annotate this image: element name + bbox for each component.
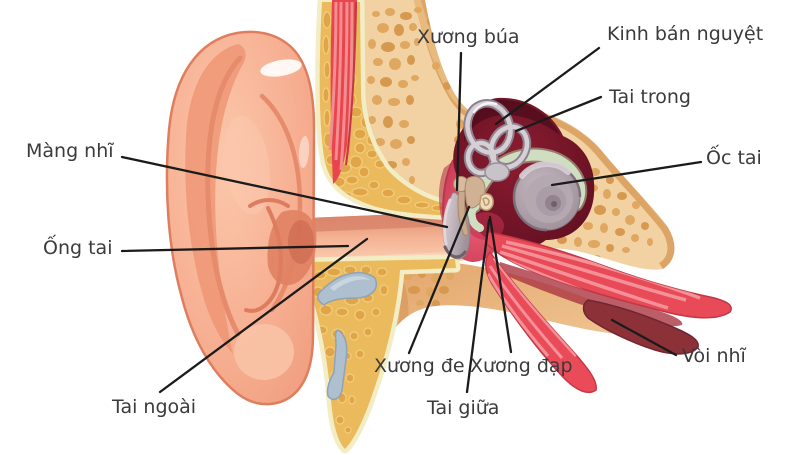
- leader-mang-nhi: [120, 155, 449, 229]
- label-oc-tai: Ốc tai: [706, 147, 762, 169]
- semicircular-canals: [463, 99, 532, 182]
- leader-tai-giua: [465, 218, 491, 394]
- leader-tai-trong: [514, 95, 603, 133]
- cochlea: [512, 161, 582, 232]
- pinna-concha-edge: [244, 206, 283, 313]
- pinna-small-highlight: [298, 136, 310, 168]
- label-kinh-ban-nguyet: Kinh bán nguyệt: [607, 23, 764, 45]
- pinna-mid-highlight: [224, 115, 270, 215]
- inner-ear-cavity-dark-top: [464, 99, 560, 142]
- leader-xuong-bua: [455, 51, 463, 192]
- label-xuong-bua: Xương búa: [417, 26, 520, 48]
- outer-ear-pinna: [165, 30, 317, 406]
- label-tai-trong: Tai trong: [609, 86, 691, 108]
- label-xuong-de: Xương đe: [374, 355, 465, 377]
- inner-ear: [453, 97, 595, 250]
- pinna-concha-deep: [288, 220, 314, 264]
- eardrum-highlight: [442, 198, 452, 246]
- middle-ear-shadow: [438, 162, 452, 232]
- eustachian-shadow: [498, 262, 683, 327]
- label-ong-tai: Ống tai: [43, 237, 113, 259]
- label-voi-nhi: Vòi nhĩ: [682, 345, 746, 367]
- vestibule-hub: [484, 162, 510, 182]
- pinna-top-highlight: [260, 59, 302, 77]
- malleus-handle: [457, 189, 469, 236]
- pinna-crus: [248, 198, 290, 208]
- cartilage-stem: [326, 329, 348, 401]
- leader-ong-tai: [120, 244, 350, 253]
- leader-xuong-dap: [488, 215, 513, 354]
- label-tai-ngoai: Tai ngoài: [112, 396, 197, 418]
- leader-kinh-ban-nguyet: [494, 46, 601, 126]
- leader-lines: [120, 46, 703, 394]
- pinna-helix-ridge: [205, 55, 243, 337]
- cartilage-highlight: [330, 276, 370, 291]
- earlobe-highlight: [234, 324, 294, 380]
- label-mang-nhi: Màng nhĩ: [26, 140, 114, 162]
- leader-voi-nhi: [610, 318, 678, 357]
- label-xuong-dap: Xương đạp: [470, 355, 573, 377]
- eustachian-tongue: [485, 250, 597, 394]
- label-tai-giua: Tai giữa: [427, 397, 500, 419]
- leader-oc-tai: [550, 160, 703, 187]
- cartilage-fat-column: [289, 0, 461, 454]
- eardrum-bottom-edge: [443, 245, 467, 259]
- eustachian-tube-dark: [582, 299, 699, 355]
- muscle-strip-top: [328, 0, 357, 184]
- leader-xuong-de: [407, 205, 471, 355]
- tongue-stripes: [486, 257, 578, 359]
- leader-tai-ngoai: [158, 237, 369, 394]
- stapes: [479, 193, 494, 211]
- pinna-helix-fold: [185, 44, 246, 354]
- cartilage-banana: [317, 271, 377, 306]
- eustachian-complex: [485, 231, 732, 394]
